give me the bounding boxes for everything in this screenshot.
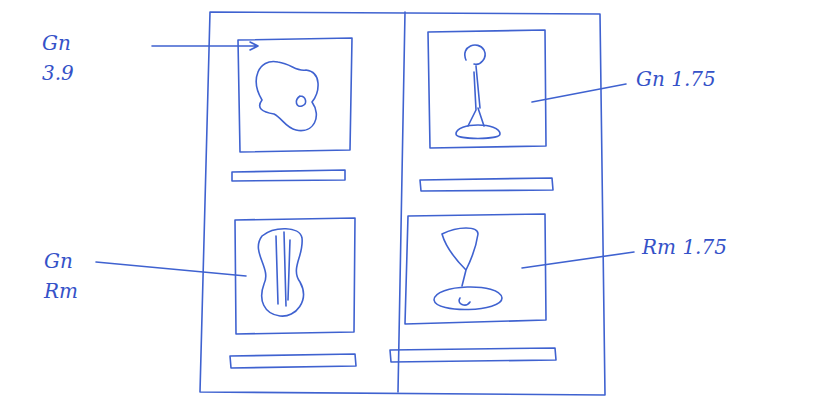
caption-bar — [232, 170, 345, 181]
handwritten-note: Gn 1.75 — [636, 64, 756, 94]
caption-bar — [390, 348, 556, 362]
sketch-figure — [276, 232, 290, 306]
leader-line — [522, 252, 634, 268]
sketch-figure — [258, 229, 303, 316]
sketch-figure — [442, 228, 478, 286]
leader-line — [152, 42, 258, 50]
picture-frame — [238, 38, 352, 152]
sketch-figure — [465, 45, 485, 126]
sketch-figure — [296, 96, 305, 106]
centre-fold — [398, 12, 405, 392]
sketch-figure — [434, 287, 502, 310]
picture-frame — [235, 218, 355, 334]
picture-frame — [428, 30, 546, 148]
handwritten-note: Gn Rm — [44, 246, 88, 306]
sketch-figure — [459, 298, 470, 305]
handwritten-note: Gn 3.9 — [42, 28, 86, 88]
leader-line — [96, 262, 246, 276]
sketch-figure — [256, 62, 318, 131]
picture-frame — [405, 214, 546, 324]
handwritten-note: Rm 1.75 — [642, 232, 762, 262]
leader-line — [532, 84, 626, 102]
caption-bar — [230, 354, 356, 368]
sketch-figure — [456, 125, 500, 139]
caption-bar — [420, 178, 553, 191]
sheet-outline — [200, 12, 605, 395]
